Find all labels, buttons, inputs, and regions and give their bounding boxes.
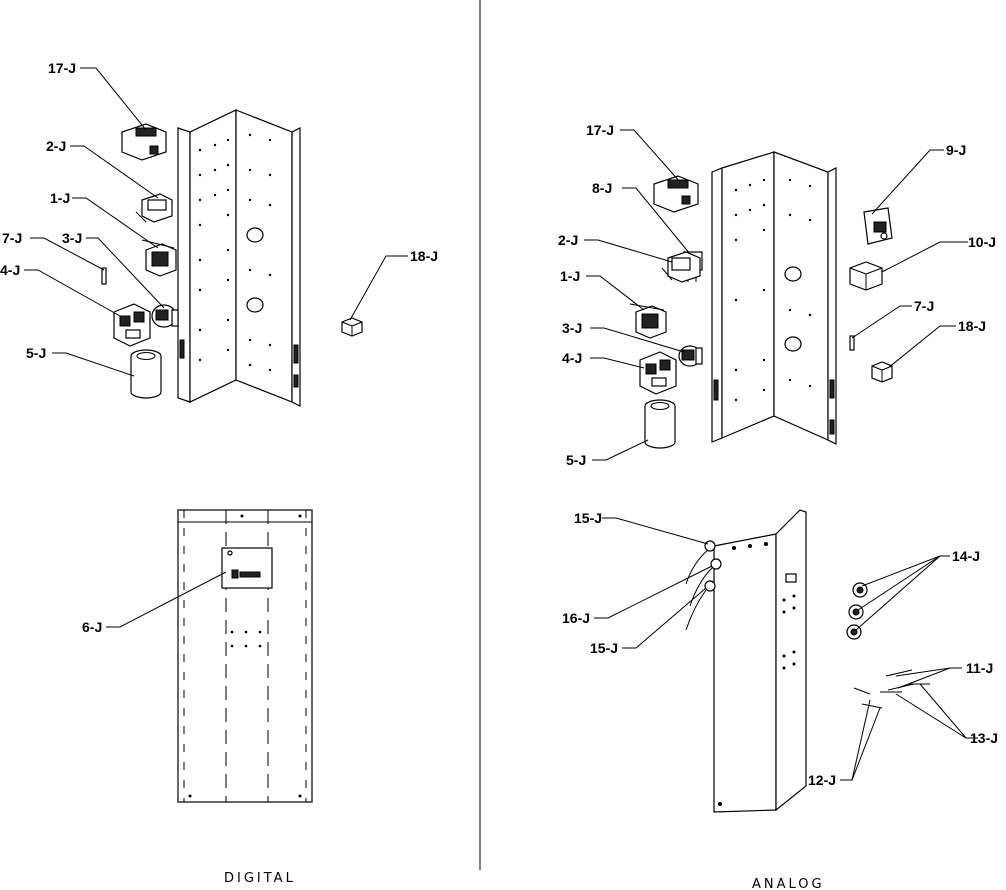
digital-part-18 [341, 317, 363, 337]
analog-label-4: 4-J [562, 350, 582, 366]
analog-part-16 [689, 558, 722, 607]
analog-label-12: 12-J [808, 772, 836, 788]
analog-part-5 [644, 399, 676, 449]
digital-part-5 [130, 349, 162, 399]
analog-part-1 [629, 303, 667, 339]
digital-caption: DIGITAL [224, 871, 296, 886]
digital-label-6: 6-J [82, 619, 102, 635]
analog-label-3: 3-J [562, 320, 582, 336]
digital-upper-panel [177, 109, 301, 407]
digital-label-5: 5-J [26, 345, 46, 361]
analog-label-16: 16-J [562, 610, 590, 626]
analog-caption: ANALOG [752, 877, 825, 890]
analog-section: 17-J 8-J 2-J 1-J 3-J 4-J 5-J 9-J 10-J 7-… [558, 122, 998, 890]
analog-label-8: 8-J [592, 180, 612, 196]
analog-label-10: 10-J [968, 234, 996, 250]
analog-part-13 [880, 683, 930, 693]
analog-label-11: 11-J [966, 660, 993, 676]
analog-part-10 [849, 261, 883, 291]
digital-part-3 [151, 304, 179, 328]
digital-label-7: 7-J [2, 230, 22, 246]
digital-label-3: 3-J [62, 230, 82, 246]
analog-label-14: 14-J [952, 548, 980, 564]
analog-part-12 [853, 687, 883, 709]
analog-label-13: 13-J [970, 730, 998, 746]
digital-label-18: 18-J [410, 248, 438, 264]
digital-lower-panel [177, 509, 313, 803]
digital-part-2 [135, 193, 173, 223]
analog-upper-panel [711, 151, 837, 445]
digital-part-4 [113, 303, 151, 347]
analog-label-17: 17-J [586, 122, 614, 138]
analog-part-15-lower [685, 580, 716, 631]
digital-label-4: 4-J [0, 262, 20, 278]
analog-part-4 [639, 351, 677, 395]
analog-part-2 [661, 251, 701, 283]
digital-part-17 [121, 123, 167, 161]
analog-label-15-upper: 15-J [574, 510, 602, 526]
digital-label-1: 1-J [50, 190, 70, 206]
analog-label-15-lower: 15-J [590, 640, 618, 656]
digital-part-1 [141, 239, 177, 277]
analog-label-18: 18-J [958, 318, 986, 334]
analog-part-17 [653, 175, 699, 213]
analog-label-9: 9-J [946, 142, 966, 158]
analog-label-2: 2-J [558, 232, 578, 248]
analog-part-7 [849, 335, 855, 351]
analog-part-9 [863, 207, 893, 245]
analog-label-1: 1-J [560, 268, 580, 284]
analog-part-14 [846, 582, 868, 640]
digital-part-6: 6-J [82, 571, 227, 635]
digital-section: 17-J 2-J 1-J 7-J 3-J 4-J 5-J 18-J [0, 60, 438, 886]
analog-label-5: 5-J [566, 452, 586, 468]
analog-part-18 [871, 361, 893, 383]
digital-label-17: 17-J [48, 60, 76, 76]
digital-part-7 [101, 267, 107, 285]
analog-part-3 [678, 345, 703, 367]
digital-label-2: 2-J [46, 138, 66, 154]
analog-lower-panel [713, 509, 807, 813]
analog-label-7: 7-J [914, 298, 934, 314]
